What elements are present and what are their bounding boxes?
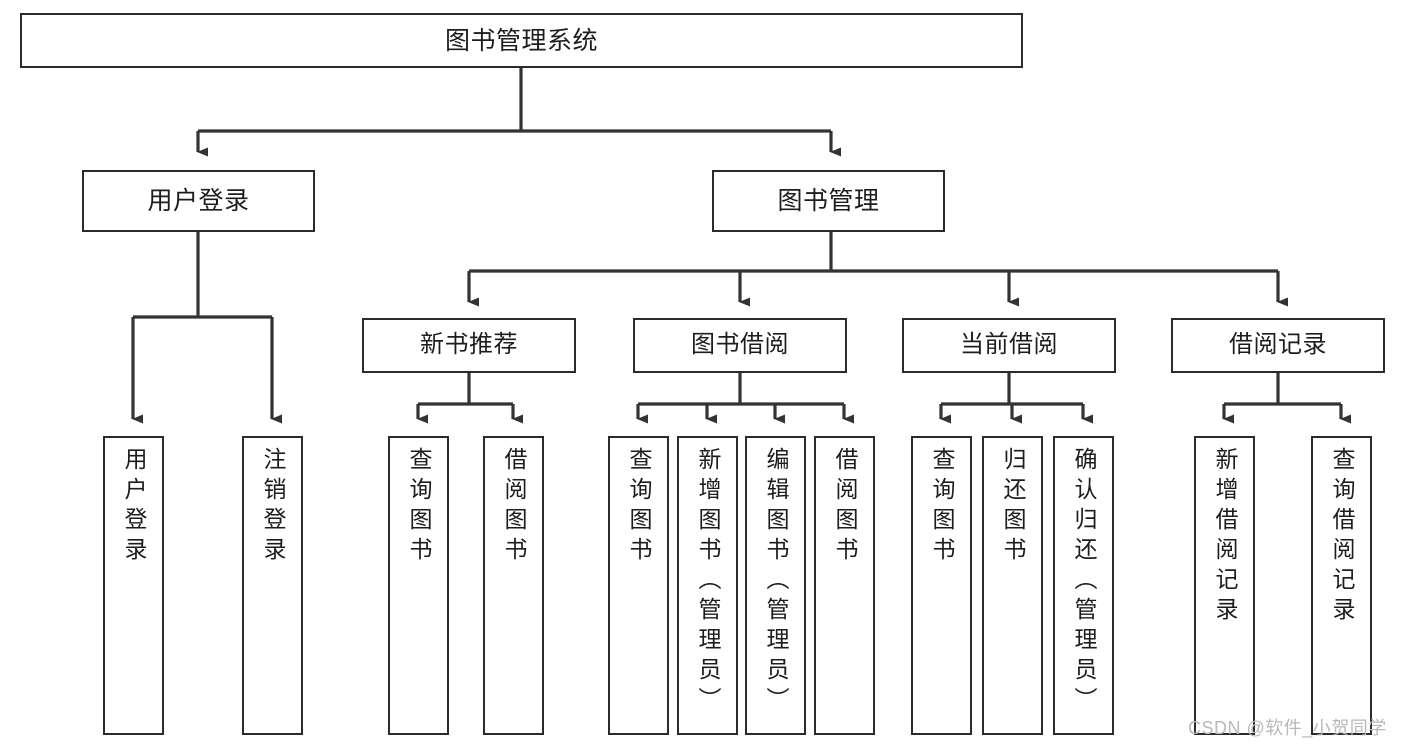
node-label: 图书借阅: [691, 331, 789, 359]
node-label: 图书管理系统: [444, 26, 598, 55]
leaf-user-login-login[interactable]: 用户登录: [103, 436, 164, 735]
node-label: 借阅图书: [832, 447, 858, 567]
leaf-borrow-edit-book-admin[interactable]: 编辑图书（管理员）: [745, 436, 806, 735]
leaf-borrow-add-book-admin[interactable]: 新增图书（管理员）: [677, 436, 738, 735]
leaf-record-query-borrow-record[interactable]: 查询借阅记录: [1311, 436, 1372, 735]
node-label: 编辑图书（管理员）: [763, 447, 789, 717]
node-label: 用户登录: [147, 187, 250, 215]
node-label: 图书管理: [777, 187, 880, 215]
node-label: 当前借阅: [960, 331, 1058, 359]
leaf-user-login-logout[interactable]: 注销登录: [242, 436, 303, 735]
node-label: 借阅图书: [501, 447, 527, 567]
node-book-borrow[interactable]: 图书借阅: [633, 318, 847, 373]
node-label: 归还图书: [1000, 447, 1026, 567]
node-borrow-record[interactable]: 借阅记录: [1171, 318, 1385, 373]
node-label: 查询图书: [929, 447, 955, 567]
node-root-book-management-system[interactable]: 图书管理系统: [20, 13, 1023, 68]
node-label: 新增借阅记录: [1212, 447, 1238, 627]
node-new-book-recommend[interactable]: 新书推荐: [362, 318, 576, 373]
node-current-borrow[interactable]: 当前借阅: [902, 318, 1116, 373]
leaf-current-return-book[interactable]: 归还图书: [982, 436, 1043, 735]
leaf-new-book-query-book[interactable]: 查询图书: [388, 436, 449, 735]
node-label: 查询图书: [406, 447, 432, 567]
leaf-borrow-query-book[interactable]: 查询图书: [608, 436, 669, 735]
node-user-login[interactable]: 用户登录: [82, 170, 315, 232]
node-label: 确认归还（管理员）: [1071, 447, 1097, 717]
node-label: 查询图书: [626, 447, 652, 567]
leaf-record-add-borrow-record[interactable]: 新增借阅记录: [1194, 436, 1255, 735]
node-label: 新增图书（管理员）: [695, 447, 721, 717]
node-label: 新书推荐: [420, 331, 518, 359]
node-label: 查询借阅记录: [1329, 447, 1355, 627]
node-book-management[interactable]: 图书管理: [712, 170, 945, 232]
leaf-borrow-borrow-book[interactable]: 借阅图书: [814, 436, 875, 735]
node-label: 借阅记录: [1229, 331, 1327, 359]
leaf-new-book-borrow-book[interactable]: 借阅图书: [483, 436, 544, 735]
leaf-current-query-book[interactable]: 查询图书: [911, 436, 972, 735]
node-label: 注销登录: [260, 447, 286, 567]
leaf-current-confirm-return-admin[interactable]: 确认归还（管理员）: [1053, 436, 1114, 735]
node-label: 用户登录: [121, 447, 147, 567]
